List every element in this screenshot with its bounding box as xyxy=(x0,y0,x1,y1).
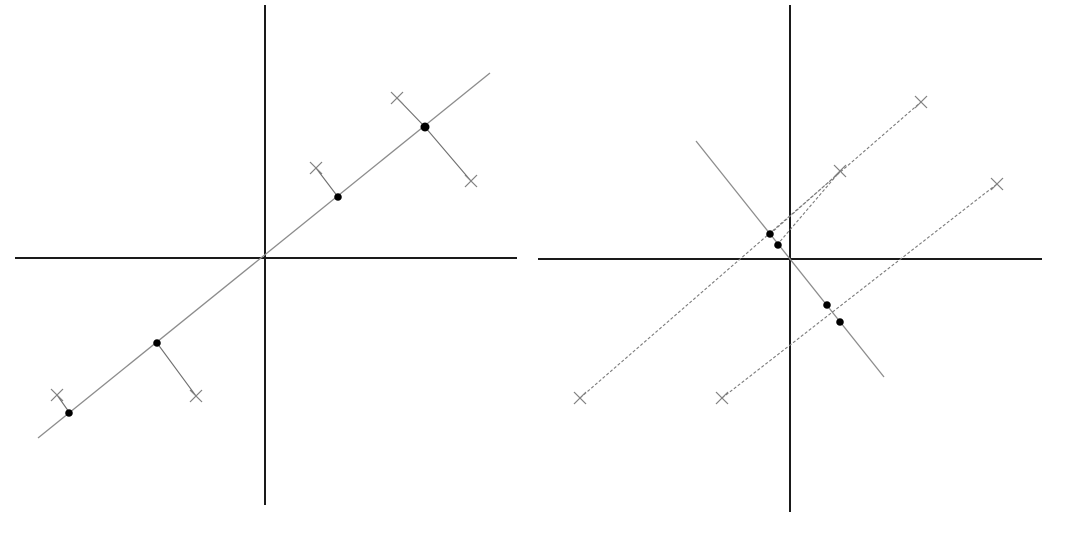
left-projection-segment xyxy=(156,342,197,397)
projected-point xyxy=(836,318,844,326)
x-mark-icon xyxy=(189,389,203,403)
left-panel xyxy=(15,5,517,505)
right-parallel-dashed-line xyxy=(579,101,922,399)
x-mark-icon xyxy=(833,164,847,178)
projected-point xyxy=(766,230,774,238)
x-mark-icon xyxy=(990,177,1004,191)
projected-point xyxy=(153,339,161,347)
projected-point xyxy=(823,301,831,309)
left-principal-line xyxy=(37,72,491,439)
right-parallel-dashed-line xyxy=(776,168,843,246)
right-panel xyxy=(538,5,1042,512)
x-mark-icon xyxy=(390,91,404,105)
right-parallel-dashed-line xyxy=(769,171,841,235)
x-mark-icon xyxy=(309,161,323,175)
left-projection-segment xyxy=(424,126,472,182)
projected-point xyxy=(334,193,342,201)
right-parallel-dashed-line xyxy=(721,183,998,399)
right-secondary-line xyxy=(695,140,885,378)
left-projection-segment xyxy=(315,167,339,198)
x-mark-icon xyxy=(50,388,64,402)
projected-point xyxy=(65,409,73,417)
projected-point xyxy=(420,122,430,132)
x-mark-icon xyxy=(715,391,729,405)
x-mark-icon xyxy=(914,95,928,109)
x-mark-icon xyxy=(464,174,478,188)
projected-point xyxy=(774,241,782,249)
x-mark-icon xyxy=(573,391,587,405)
